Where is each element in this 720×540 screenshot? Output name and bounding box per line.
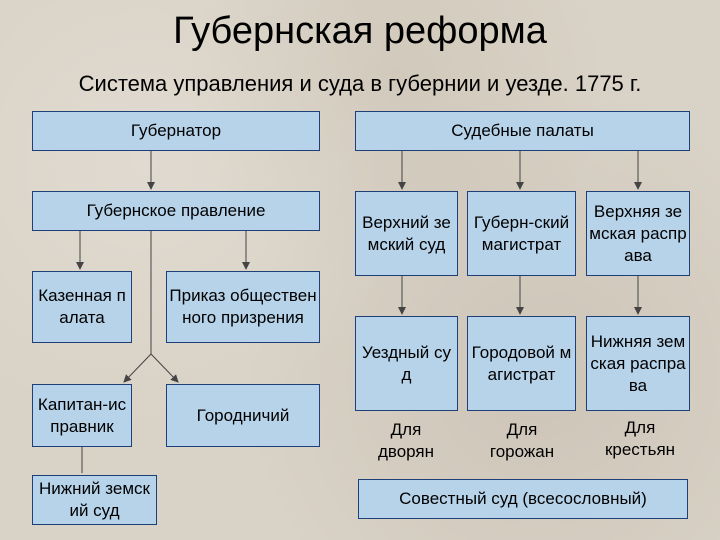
page-title: Губернская реформа <box>173 10 547 52</box>
courts-box: Судебные палаты <box>355 111 690 151</box>
note-nobles: Для дворян <box>377 420 435 461</box>
lower-zemstvo-court-box: Нижний земский суд <box>32 475 157 525</box>
gub-magistrate-box: Губерн-ский магистрат <box>467 191 576 276</box>
lower-rasprava-box: Нижняя земская расправа <box>586 316 690 411</box>
arrow-split-to-mayor <box>150 353 179 383</box>
uezd-court-box: Уездный суд <box>355 316 458 411</box>
city-magistrate-box: Городовой магистрат <box>467 316 576 411</box>
gov-board-box: Губернское правление <box>32 191 320 231</box>
note-peasants: Для крестьян <box>604 418 676 459</box>
captain-box: Капитан-исправник <box>32 384 132 447</box>
page-subtitle: Система управления и суда в губернии и у… <box>78 71 642 96</box>
charity-box: Приказ общественного призрения <box>166 271 320 343</box>
conscience-court-box: Совестный суд (всесословный) <box>358 479 688 519</box>
governor-box: Губернатор <box>32 111 320 151</box>
arrow-split-to-captain <box>123 353 152 383</box>
note-townspeople: Для горожан <box>489 420 555 461</box>
upper-zemstvo-court-box: Верхний земский суд <box>355 191 458 276</box>
upper-rasprava-box: Верхняя земская расправа <box>586 191 690 276</box>
mayor-box: Городничий <box>166 384 320 447</box>
treasury-box: Казенная палата <box>32 271 132 343</box>
